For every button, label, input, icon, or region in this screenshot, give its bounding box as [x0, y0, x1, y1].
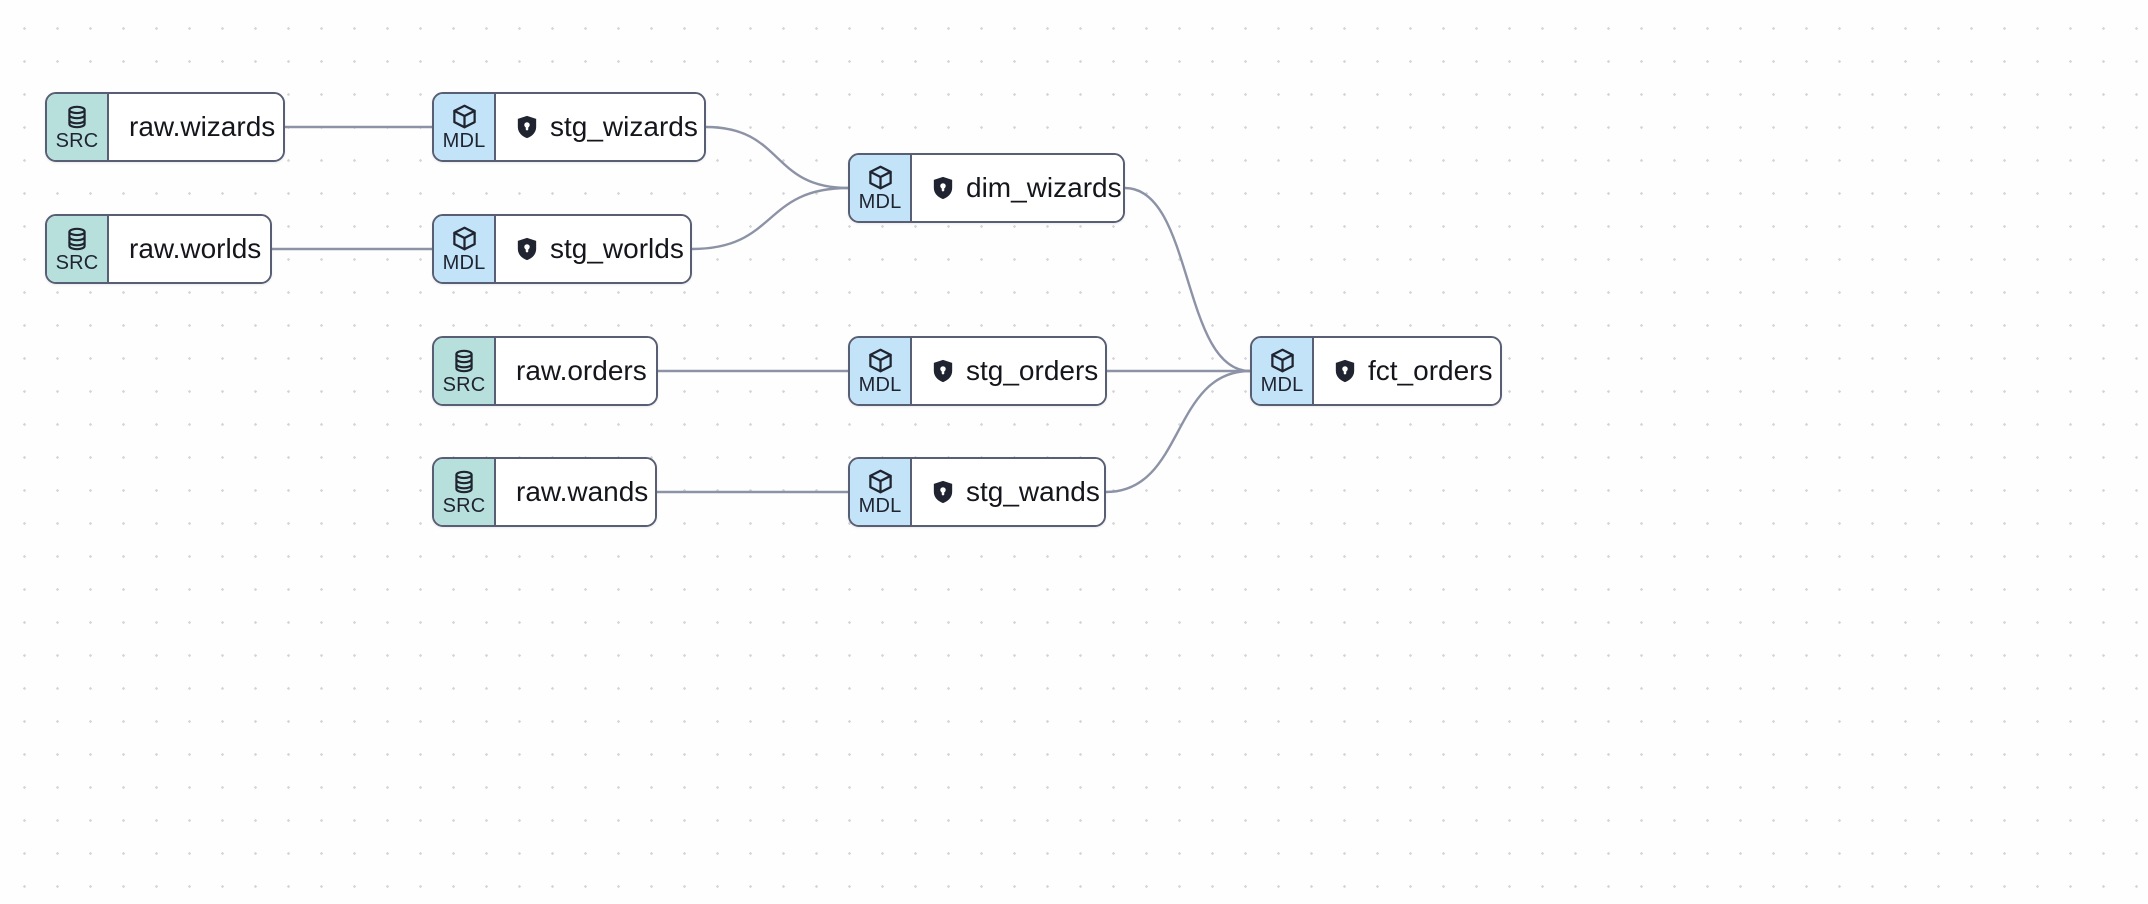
node-label: dim_wizards — [966, 172, 1122, 203]
node-body-raw_wizards: raw.wizards — [109, 94, 283, 160]
node-body-stg_wizards: stg_wizards — [496, 94, 704, 160]
shield-lock-icon — [932, 480, 954, 504]
database-icon — [451, 469, 477, 495]
node-label: fct_orders — [1368, 355, 1493, 386]
node-type-badge-raw_wands: SRC — [434, 459, 496, 525]
lineage-node-raw_worlds[interactable]: SRC raw.worlds — [45, 214, 272, 284]
node-type-badge-raw_worlds: SRC — [47, 216, 109, 282]
node-type-badge-label: MDL — [858, 495, 902, 517]
lineage-edge-dim_wizards-to-fct_orders — [1123, 186, 1252, 373]
shield-lock-icon — [932, 359, 954, 383]
node-body-raw_worlds: raw.worlds — [109, 216, 270, 282]
node-type-badge-label: MDL — [442, 252, 486, 274]
lineage-node-raw_wizards[interactable]: SRC raw.wizards — [45, 92, 285, 162]
database-icon — [64, 104, 90, 130]
node-type-badge-label: SRC — [55, 129, 99, 152]
cube-icon — [867, 164, 894, 191]
node-type-badge-label: SRC — [442, 373, 486, 396]
node-label: stg_wands — [966, 476, 1100, 507]
node-type-badge-fct_orders: MDL — [1252, 338, 1314, 404]
node-type-badge-label: MDL — [858, 191, 902, 213]
node-type-badge-stg_worlds: MDL — [434, 216, 496, 282]
shield-lock-icon — [932, 176, 954, 200]
node-body-dim_wizards: dim_wizards — [912, 155, 1123, 221]
node-body-stg_worlds: stg_worlds — [496, 216, 690, 282]
lineage-node-raw_orders[interactable]: SRC raw.orders — [432, 336, 658, 406]
node-body-stg_wands: stg_wands — [912, 459, 1104, 525]
node-body-raw_orders: raw.orders — [496, 338, 656, 404]
node-label: raw.orders — [516, 355, 647, 386]
node-type-badge-dim_wizards: MDL — [850, 155, 912, 221]
node-label: raw.wands — [516, 476, 649, 507]
database-icon — [451, 348, 477, 374]
node-type-badge-raw_orders: SRC — [434, 338, 496, 404]
lineage-edge-stg_worlds-to-dim_wizards — [690, 186, 850, 251]
lineage-node-stg_wands[interactable]: MDL stg_wands — [848, 457, 1106, 527]
node-type-badge-label: SRC — [442, 494, 486, 517]
cube-icon — [1269, 347, 1296, 374]
node-body-raw_wands: raw.wands — [496, 459, 655, 525]
node-type-badge-raw_wizards: SRC — [47, 94, 109, 160]
cube-icon — [451, 225, 478, 252]
node-type-badge-stg_wizards: MDL — [434, 94, 496, 160]
node-type-badge-label: MDL — [1260, 374, 1304, 396]
shield-lock-icon — [516, 115, 538, 139]
lineage-edge-stg_wizards-to-dim_wizards — [704, 125, 850, 190]
node-type-badge-stg_wands: MDL — [850, 459, 912, 525]
lineage-edge-stg_wands-to-fct_orders — [1104, 369, 1252, 494]
lineage-node-stg_orders[interactable]: MDL stg_orders — [848, 336, 1107, 406]
lineage-node-stg_worlds[interactable]: MDL stg_worlds — [432, 214, 692, 284]
cube-icon — [867, 347, 894, 374]
node-label: raw.worlds — [129, 233, 262, 264]
node-type-badge-label: MDL — [442, 130, 486, 152]
lineage-node-dim_wizards[interactable]: MDL dim_wizards — [848, 153, 1125, 223]
node-body-fct_orders: fct_orders — [1314, 338, 1500, 404]
shield-lock-icon — [1334, 359, 1356, 383]
node-label: stg_worlds — [550, 233, 684, 264]
node-type-badge-label: SRC — [55, 251, 99, 274]
node-type-badge-stg_orders: MDL — [850, 338, 912, 404]
node-label: raw.wizards — [129, 111, 276, 142]
cube-icon — [451, 103, 478, 130]
database-icon — [64, 226, 90, 252]
shield-lock-icon — [516, 237, 538, 261]
lineage-node-raw_wands[interactable]: SRC raw.wands — [432, 457, 657, 527]
cube-icon — [867, 468, 894, 495]
lineage-node-fct_orders[interactable]: MDL fct_orders — [1250, 336, 1502, 406]
lineage-node-stg_wizards[interactable]: MDL stg_wizards — [432, 92, 706, 162]
node-type-badge-label: MDL — [858, 374, 902, 396]
node-label: stg_orders — [966, 355, 1099, 386]
node-label: stg_wizards — [550, 111, 698, 142]
node-body-stg_orders: stg_orders — [912, 338, 1105, 404]
